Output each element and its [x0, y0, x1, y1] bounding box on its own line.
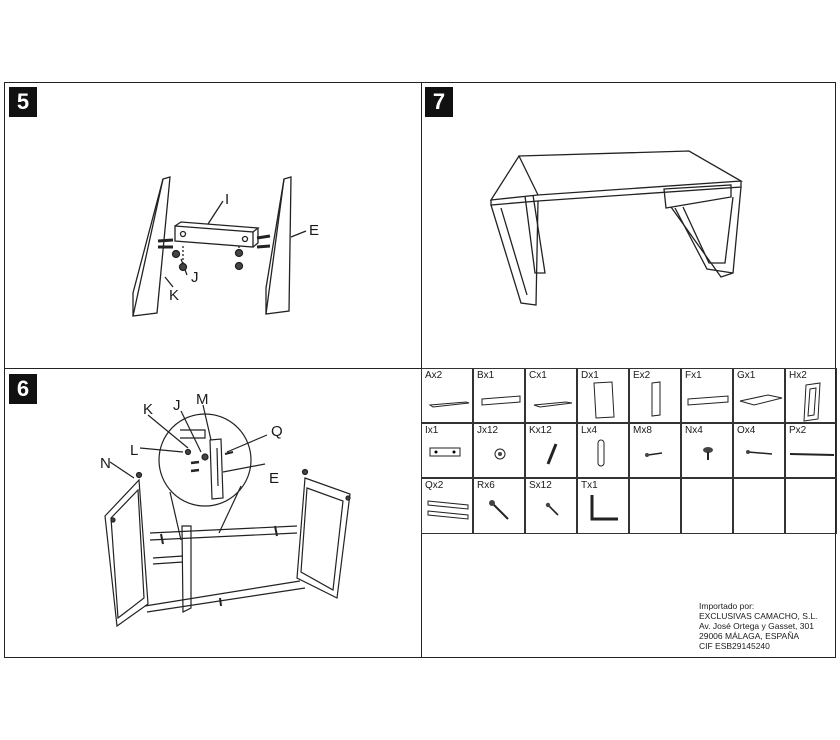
importer-line: CIF ESB29145240 — [699, 641, 770, 651]
part-code: Mx8 — [633, 425, 652, 436]
step-6-label-k: K — [143, 401, 154, 418]
part-cell: Mx8 — [629, 423, 681, 478]
importer-line: EXCLUSIVAS CAMACHO, S.L. — [699, 611, 818, 621]
instruction-sheet: 5 — [4, 82, 837, 658]
part-cell: Nx4 — [681, 423, 733, 478]
panel-divider-horizontal — [5, 368, 421, 369]
step-6-label-e: E — [269, 470, 280, 487]
part-cell: Ox4 — [733, 423, 785, 478]
thin-panel-icon — [533, 401, 573, 408]
step-6-label-m: M — [196, 391, 209, 408]
foot-glide-icon — [703, 447, 713, 460]
part-cell: Cx1 — [525, 368, 577, 423]
part-cell: Ex2 — [629, 368, 681, 423]
part-code: Ox4 — [737, 425, 756, 436]
allen-key-icon — [590, 495, 618, 521]
step-5-label-k: K — [169, 287, 180, 304]
importer-info: Importado por: EXCLUSIVAS CAMACHO, S.L. … — [699, 601, 825, 651]
top-board-icon — [739, 394, 783, 406]
part-cell: Gx1 — [733, 368, 785, 423]
part-cell: Lx4 — [577, 423, 629, 478]
part-cell: Kx12 — [525, 423, 577, 478]
step-7-illustration — [489, 150, 744, 306]
part-code: Nx4 — [685, 425, 703, 436]
part-code: Bx1 — [477, 370, 495, 381]
short-screw-icon — [545, 502, 559, 516]
part-cell: Jx12 — [473, 423, 525, 478]
step-6-illustration — [104, 404, 351, 628]
importer-line: Importado por: — [699, 601, 755, 611]
step-5-number: 5 — [9, 87, 37, 117]
cam-lock-icon — [494, 448, 506, 460]
part-cell-empty — [629, 478, 681, 534]
part-cell: Dx1 — [577, 368, 629, 423]
step-5-label-e: E — [309, 222, 320, 239]
part-code: Ax2 — [425, 370, 443, 381]
long-screw-icon — [746, 450, 773, 455]
part-cell: Ax2 — [421, 368, 473, 423]
importer-line: Av. José Ortega y Gasset, 301 — [699, 621, 814, 631]
part-cell: Fx1 — [681, 368, 733, 423]
frame-leg-icon — [803, 382, 821, 422]
part-cell-empty — [785, 478, 837, 534]
long-panel-icon — [428, 401, 470, 408]
part-code: Rx6 — [477, 480, 495, 491]
part-code: Fx1 — [685, 370, 702, 381]
part-code: Sx12 — [529, 480, 552, 491]
part-code: Dx1 — [581, 370, 599, 381]
step-7-number: 7 — [425, 87, 453, 117]
part-code: Lx4 — [581, 425, 598, 436]
part-cell: Rx6 — [473, 478, 525, 534]
part-cell-empty — [733, 478, 785, 534]
importer-line: 29006 MÁLAGA, ESPAÑA — [699, 631, 800, 641]
cam-bolt-icon — [546, 443, 558, 465]
step-5-label-j: J — [191, 269, 199, 286]
part-code: Cx1 — [529, 370, 547, 381]
part-cell: Hx2 — [785, 368, 837, 423]
step-6-number: 6 — [9, 374, 37, 404]
dowel-icon — [597, 439, 605, 467]
part-code: Gx1 — [737, 370, 756, 381]
part-cell-empty — [681, 478, 733, 534]
part-code: Ix1 — [425, 425, 439, 436]
part-cell: Qx2 — [421, 478, 473, 534]
bracket-plate-icon — [429, 447, 461, 457]
wood-screw-icon — [489, 500, 509, 520]
step-6-label-n: N — [100, 455, 111, 472]
part-code: Jx12 — [477, 425, 499, 436]
step-6-label-l: L — [130, 442, 139, 459]
part-cell: Ix1 — [421, 423, 473, 478]
step-6-label-q: Q — [271, 423, 283, 440]
part-cell: Tx1 — [577, 478, 629, 534]
part-cell: Bx1 — [473, 368, 525, 423]
step-5-illustration — [132, 176, 307, 317]
part-code: Px2 — [789, 425, 807, 436]
small-screw-icon — [645, 452, 663, 457]
back-panel-icon — [481, 395, 521, 406]
part-cell: Sx12 — [525, 478, 577, 534]
part-code: Ex2 — [633, 370, 651, 381]
step-6-label-j: J — [173, 397, 181, 414]
side-board-icon — [651, 381, 661, 417]
upright-panel-icon — [593, 381, 615, 419]
part-code: Tx1 — [581, 480, 598, 491]
step-5-label-i: I — [225, 191, 230, 208]
part-code: Kx12 — [529, 425, 552, 436]
part-code: Qx2 — [425, 480, 444, 491]
rail-icon — [687, 395, 729, 406]
part-code: Hx2 — [789, 370, 807, 381]
part-cell: Px2 — [785, 423, 837, 478]
rod-icon — [789, 453, 835, 456]
drawer-slide-icon — [427, 500, 469, 520]
parts-table: Ax2 Bx1 Cx1 Dx1 Ex2 Fx1 Gx1 Hx2 — [421, 368, 837, 534]
